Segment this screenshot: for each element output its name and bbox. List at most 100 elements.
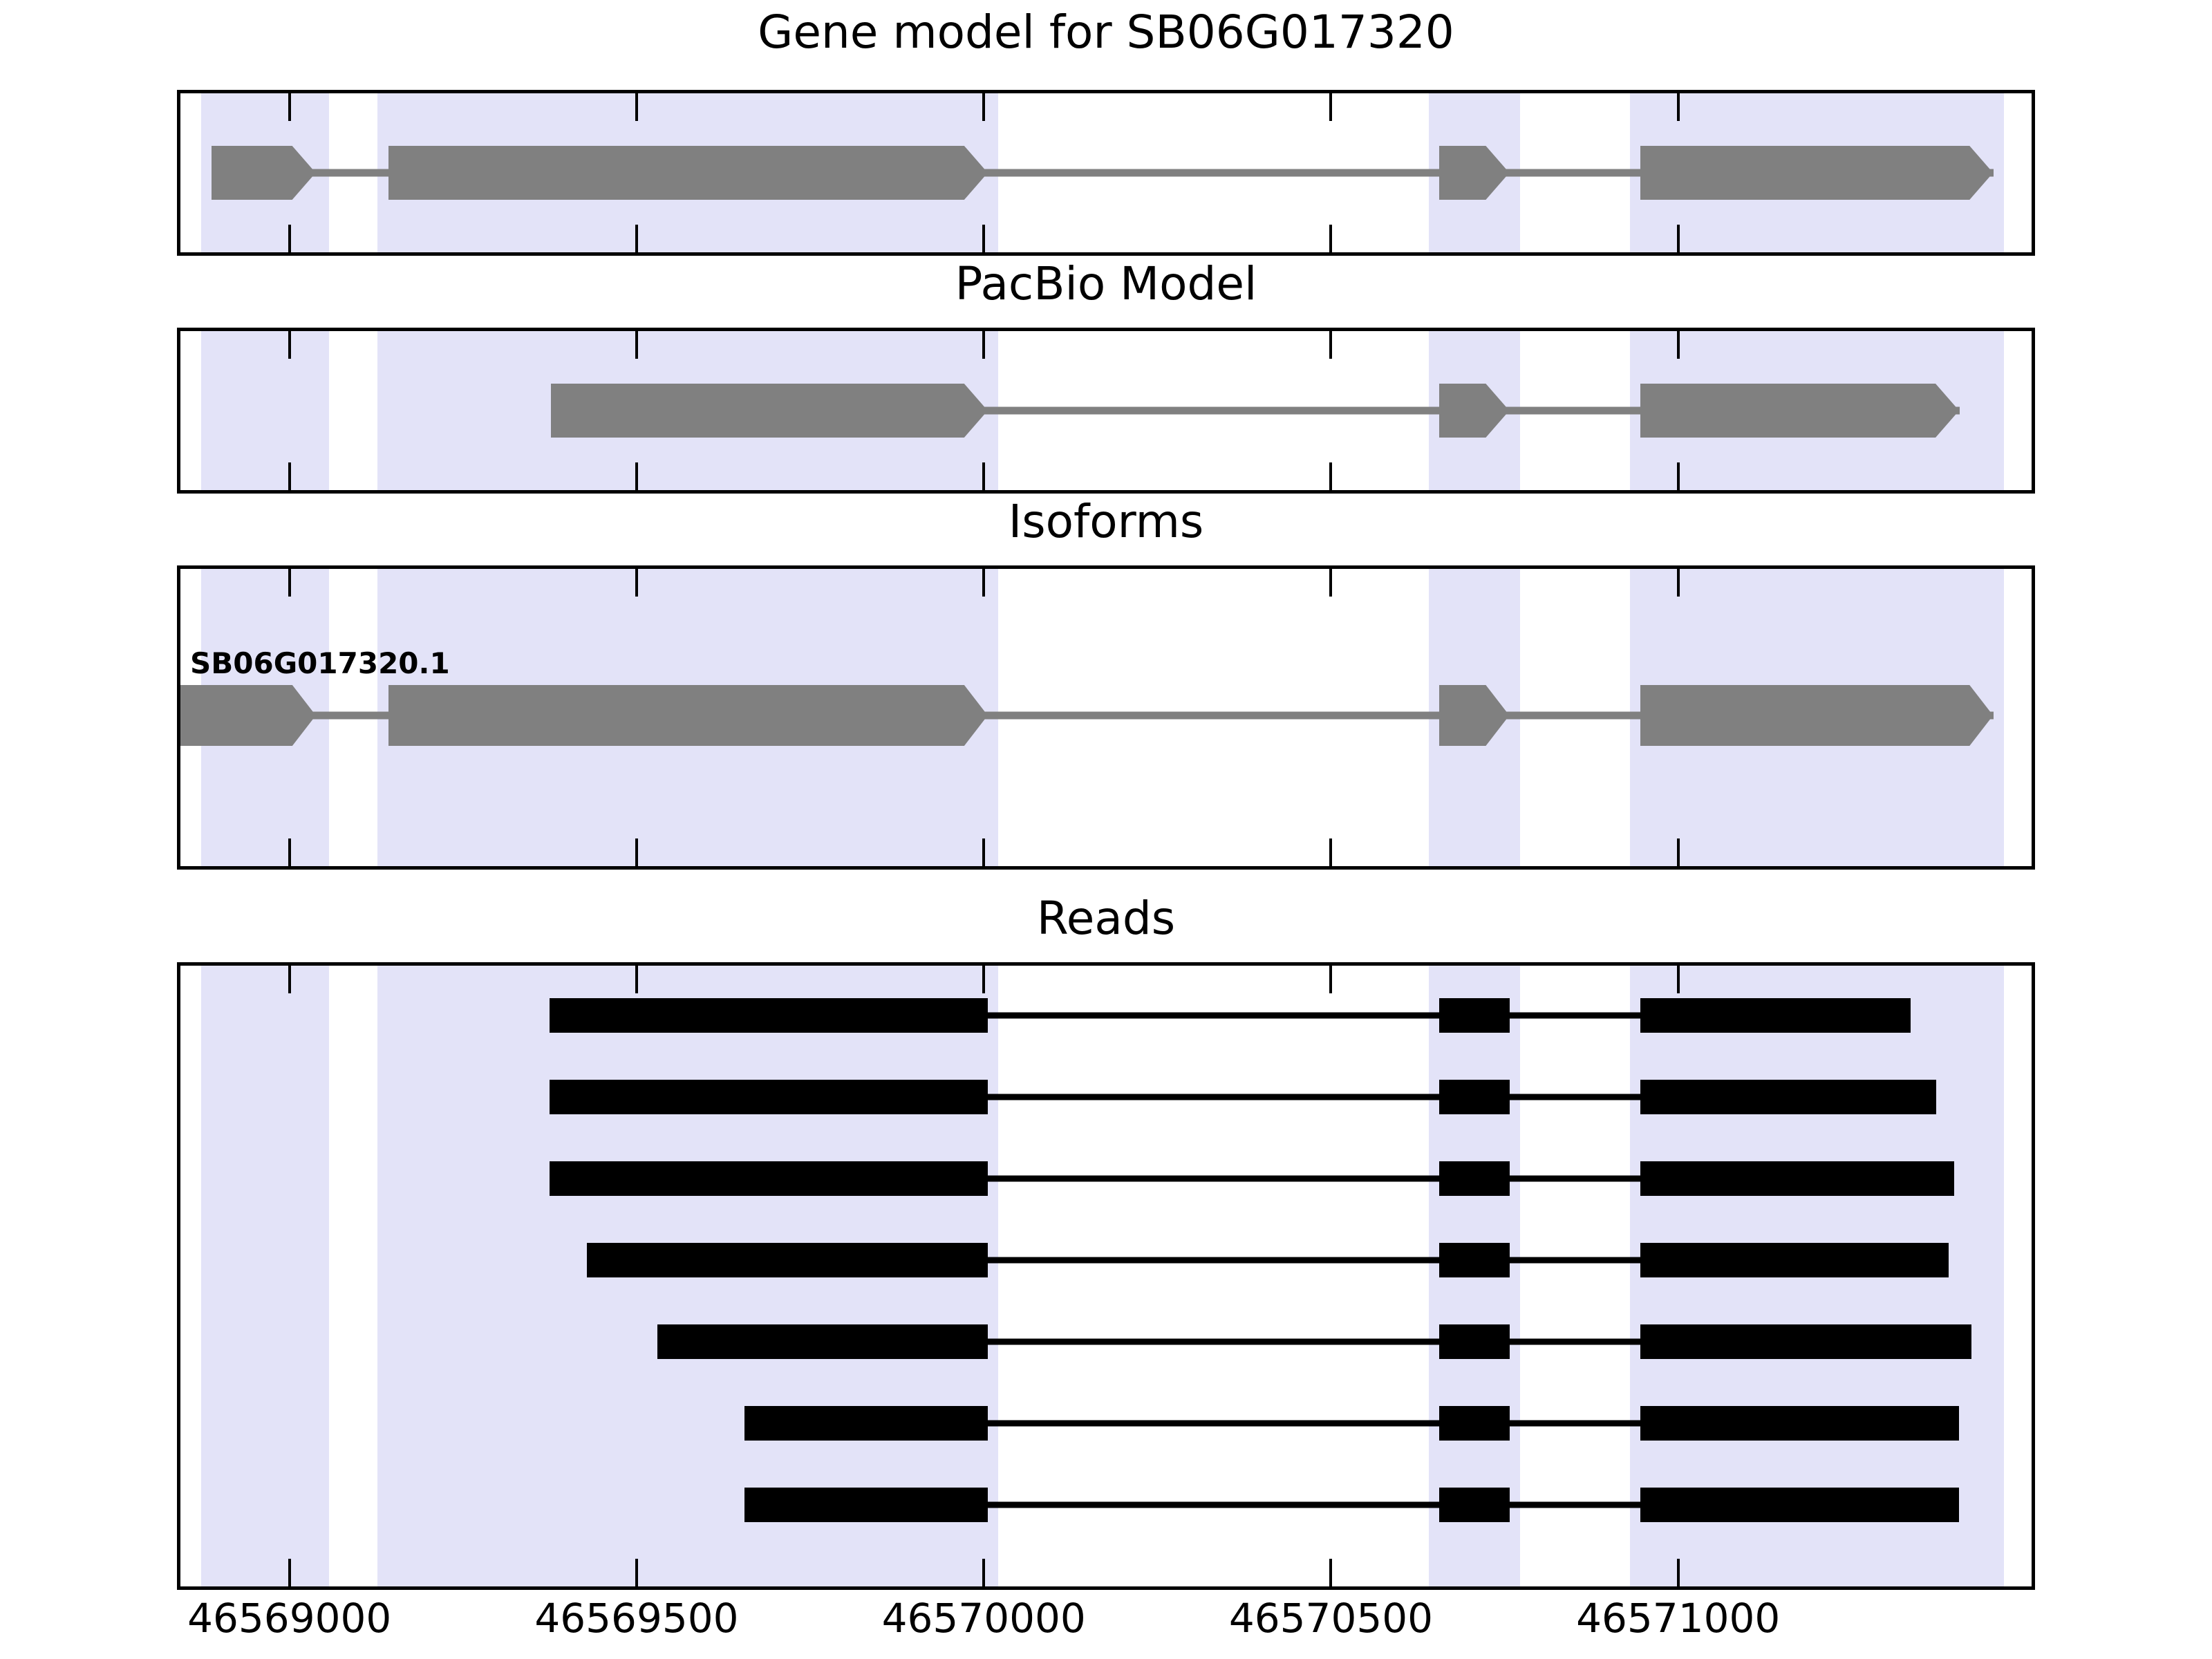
- axis-tick-bottom: [982, 838, 986, 866]
- exon-block: [1640, 384, 1960, 438]
- axis-tick-top: [1329, 331, 1333, 359]
- read-exon-block: [1640, 1406, 1959, 1441]
- axis-tick-bottom: [288, 1559, 291, 1586]
- axis-tick-bottom: [982, 1559, 986, 1586]
- read-exon-block: [1439, 1406, 1510, 1441]
- axis-tick-bottom: [288, 838, 291, 866]
- axis-tick-top: [635, 331, 638, 359]
- read-intron-line: [550, 1012, 1911, 1019]
- pacbio-intron-line: [551, 406, 1960, 415]
- exon-block: [212, 146, 316, 200]
- axis-tick-bottom: [1676, 838, 1680, 866]
- x-axis-tick-label: 46569000: [187, 1595, 392, 1642]
- panel-gene-model[interactable]: [177, 90, 2035, 256]
- exon-block: [551, 384, 988, 438]
- axis-tick-bottom: [635, 462, 638, 490]
- axis-tick-top: [635, 966, 638, 993]
- plot-area-isoforms: SB06G017320.1: [180, 569, 2032, 866]
- axis-tick-top: [288, 93, 291, 121]
- exon-block: [1439, 146, 1510, 200]
- gene-intron-line: [212, 169, 1994, 177]
- read-exon-block: [1640, 1324, 1971, 1359]
- highlight-band: [201, 331, 329, 490]
- axis-tick-bottom: [288, 225, 291, 252]
- isoform-name-label: SB06G017320.1: [190, 646, 450, 680]
- x-axis-tick-label: 46571000: [1576, 1595, 1781, 1642]
- exon-block: [180, 685, 316, 746]
- panel-title-gene-model: Gene model for SB06G017320: [758, 6, 1454, 59]
- axis-tick-top: [1676, 93, 1680, 121]
- axis-tick-bottom: [635, 225, 638, 252]
- read-intron-line: [657, 1338, 1971, 1345]
- axis-tick-bottom: [1676, 225, 1680, 252]
- isoform-intron-line: [180, 711, 1994, 720]
- axis-tick-top: [288, 331, 291, 359]
- read-exon-block: [744, 1488, 988, 1522]
- axis-tick-top: [288, 966, 291, 993]
- exon-block: [388, 146, 988, 200]
- axis-tick-top: [635, 93, 638, 121]
- read-intron-line: [550, 1094, 1937, 1100]
- axis-tick-bottom: [1676, 1559, 1680, 1586]
- exon-block: [1439, 685, 1510, 746]
- exon-block: [1439, 384, 1510, 438]
- read-exon-block: [1640, 1488, 1959, 1522]
- axis-tick-bottom: [1329, 462, 1333, 490]
- read-intron-line: [586, 1257, 1949, 1264]
- axis-tick-bottom: [982, 462, 986, 490]
- read-exon-block: [744, 1406, 988, 1441]
- axis-tick-top: [1329, 966, 1333, 993]
- axis-tick-top: [982, 569, 986, 597]
- panel-reads[interactable]: [177, 962, 2035, 1590]
- exon-block: [1640, 146, 1994, 200]
- read-exon-block: [550, 1161, 988, 1196]
- panel-title-reads: Reads: [1036, 892, 1176, 945]
- plot-area-gene-model: [180, 93, 2032, 252]
- axis-tick-bottom: [1329, 1559, 1333, 1586]
- axis-tick-bottom: [635, 1559, 638, 1586]
- axis-tick-bottom: [982, 225, 986, 252]
- panel-pacbio-model[interactable]: [177, 328, 2035, 494]
- read-exon-block: [550, 1080, 988, 1114]
- exon-block: [388, 685, 988, 746]
- read-exon-block: [1439, 1488, 1510, 1522]
- read-exon-block: [1439, 1161, 1510, 1196]
- read-exon-block: [550, 998, 988, 1033]
- axis-tick-top: [1676, 966, 1680, 993]
- plot-area-reads: [180, 966, 2032, 1586]
- x-axis-tick-label: 46570000: [881, 1595, 1086, 1642]
- axis-tick-top: [982, 966, 986, 993]
- panel-title-isoforms: Isoforms: [1008, 495, 1204, 548]
- axis-tick-top: [1329, 569, 1333, 597]
- axis-tick-bottom: [1329, 838, 1333, 866]
- read-exon-block: [1439, 998, 1510, 1033]
- axis-tick-top: [288, 569, 291, 597]
- axis-tick-top: [1676, 331, 1680, 359]
- axis-tick-bottom: [1329, 225, 1333, 252]
- plot-area-pacbio-model: [180, 331, 2032, 490]
- read-exon-block: [1439, 1324, 1510, 1359]
- read-exon-block: [1640, 1161, 1955, 1196]
- axis-tick-bottom: [635, 838, 638, 866]
- axis-tick-bottom: [288, 462, 291, 490]
- axis-tick-top: [635, 569, 638, 597]
- exon-block: [1640, 685, 1994, 746]
- read-exon-block: [1439, 1243, 1510, 1277]
- read-intron-line: [550, 1175, 1955, 1182]
- read-exon-block: [657, 1324, 988, 1359]
- read-exon-block: [586, 1243, 988, 1277]
- panel-isoforms[interactable]: SB06G017320.1: [177, 565, 2035, 870]
- panel-title-pacbio-model: PacBio Model: [955, 257, 1257, 310]
- highlight-band: [201, 966, 329, 1586]
- read-exon-block: [1640, 998, 1911, 1033]
- axis-tick-top: [1676, 569, 1680, 597]
- axis-tick-top: [982, 93, 986, 121]
- read-exon-block: [1640, 1243, 1949, 1277]
- read-intron-line: [744, 1420, 1959, 1427]
- axis-tick-bottom: [1676, 462, 1680, 490]
- axis-tick-top: [1329, 93, 1333, 121]
- read-intron-line: [744, 1501, 1959, 1508]
- axis-tick-top: [982, 331, 986, 359]
- x-axis-tick-label: 46570500: [1228, 1595, 1434, 1642]
